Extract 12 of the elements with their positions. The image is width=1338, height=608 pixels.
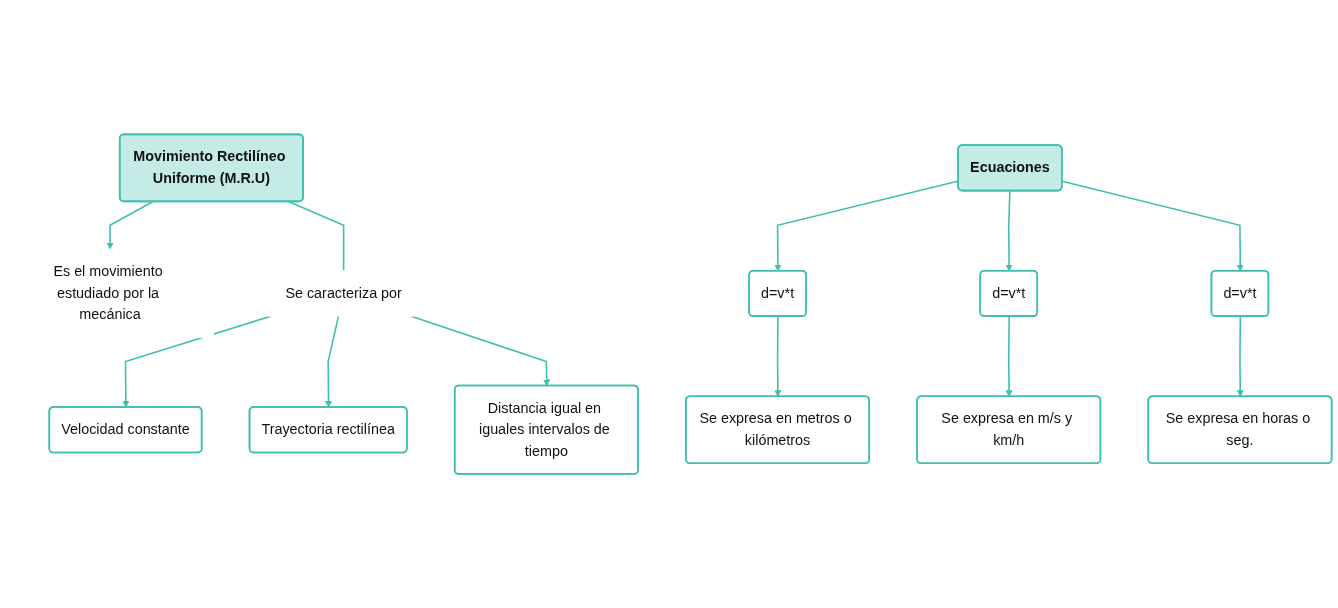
arrow (122, 315, 272, 408)
node-text: Se caracteriza por (285, 284, 402, 301)
arrow (325, 315, 340, 408)
arrow (1005, 190, 1013, 272)
arrow (1061, 180, 1244, 272)
arrow (410, 315, 551, 386)
arrow (1005, 315, 1013, 397)
arrow (1236, 315, 1244, 397)
arrow (774, 315, 782, 397)
arrow (106, 200, 154, 250)
connector (288, 200, 345, 272)
node-text: Es el movimiento estudiado por la mecánica (53, 263, 163, 323)
